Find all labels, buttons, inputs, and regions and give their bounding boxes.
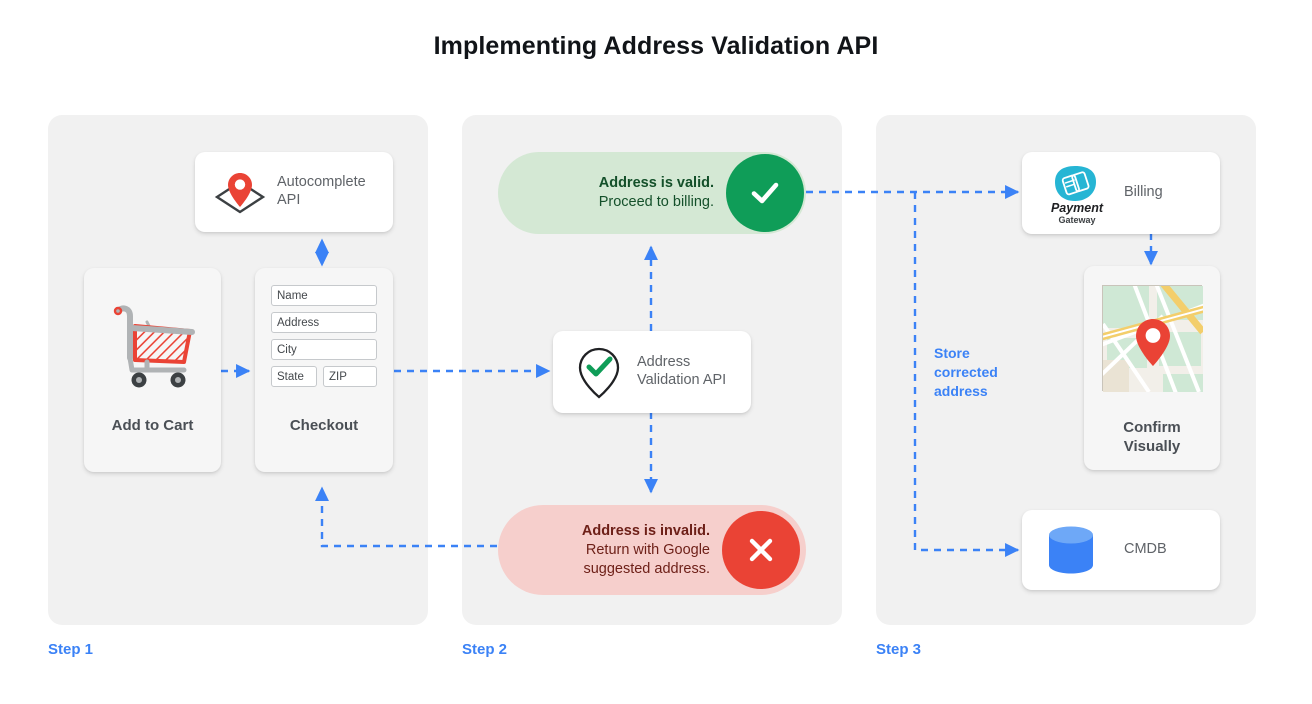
add-to-cart-card[interactable]: Add to Cart [84,268,221,472]
checkout-field-state[interactable]: State [271,366,317,387]
address-valid-text: Address is valid. Proceed to billing. [599,174,726,212]
checkout-field-address[interactable]: Address [271,312,377,333]
confirm-visually-label-line1: Confirm [1123,419,1181,436]
address-invalid-line3: suggested address. [583,560,710,577]
billing-card[interactable]: Payment Gateway Billing [1022,152,1220,234]
checkout-label: Checkout [289,417,359,434]
checkout-field-name[interactable]: Name [271,285,377,306]
address-invalid-pill: Address is invalid. Return with Google s… [498,505,806,595]
autocomplete-api-label-line2: API [277,192,301,208]
store-note-line3: address [934,383,988,399]
store-note-line1: Store [934,345,970,361]
database-cylinder-icon [1044,524,1098,581]
address-valid-subline: Proceed to billing. [598,194,714,210]
step-1-label: Step 1 [48,641,94,658]
page-title: Implementing Address Validation API [433,32,879,60]
address-invalid-headline: Address is invalid. [581,522,710,539]
confirm-visually-label-line2: Visually [1123,438,1181,455]
map-thumbnail-icon [1096,278,1209,397]
checkout-card[interactable]: Name Address City State ZIP Checkout [255,268,393,472]
address-valid-pill: Address is valid. Proceed to billing. [498,152,806,234]
payment-gateway-wordmark-line2: Gateway [1058,215,1096,225]
confirm-visually-card[interactable]: Confirm Visually [1084,266,1220,470]
cmdb-card[interactable]: CMDB [1022,510,1220,590]
payment-gateway-icon [1044,163,1106,210]
checkout-field-zip[interactable]: ZIP [323,366,377,387]
store-note-line2: corrected [934,364,998,380]
checkout-field-city[interactable]: City [271,339,377,360]
autocomplete-api-card[interactable]: Autocomplete API [195,152,393,232]
cmdb-label: CMDB [1124,541,1167,557]
address-valid-headline: Address is valid. [598,175,714,191]
address-validation-api-label-line2: Validation API [637,372,727,388]
add-to-cart-label: Add to Cart [111,417,194,434]
address-invalid-line2: Return with Google [585,541,710,558]
step-3-label: Step 3 [876,641,922,658]
store-corrected-address-note: Store corrected address [934,344,998,401]
address-invalid-text: Address is invalid. Return with Google s… [582,522,722,579]
shopping-cart-icon [108,298,200,395]
autocomplete-api-label-line1: Autocomplete [277,174,366,190]
address-validation-api-label-line1: Address [637,354,691,370]
step-2-label: Step 2 [462,641,508,658]
pin-check-icon [571,343,627,406]
payment-gateway-wordmark-line1: Payment [1050,201,1104,215]
map-pin-diamond-icon [209,168,271,223]
address-validation-api-card[interactable]: Address Validation API [553,331,751,413]
billing-label: Billing [1124,184,1163,200]
close-icon [722,511,800,589]
check-icon [726,154,804,232]
